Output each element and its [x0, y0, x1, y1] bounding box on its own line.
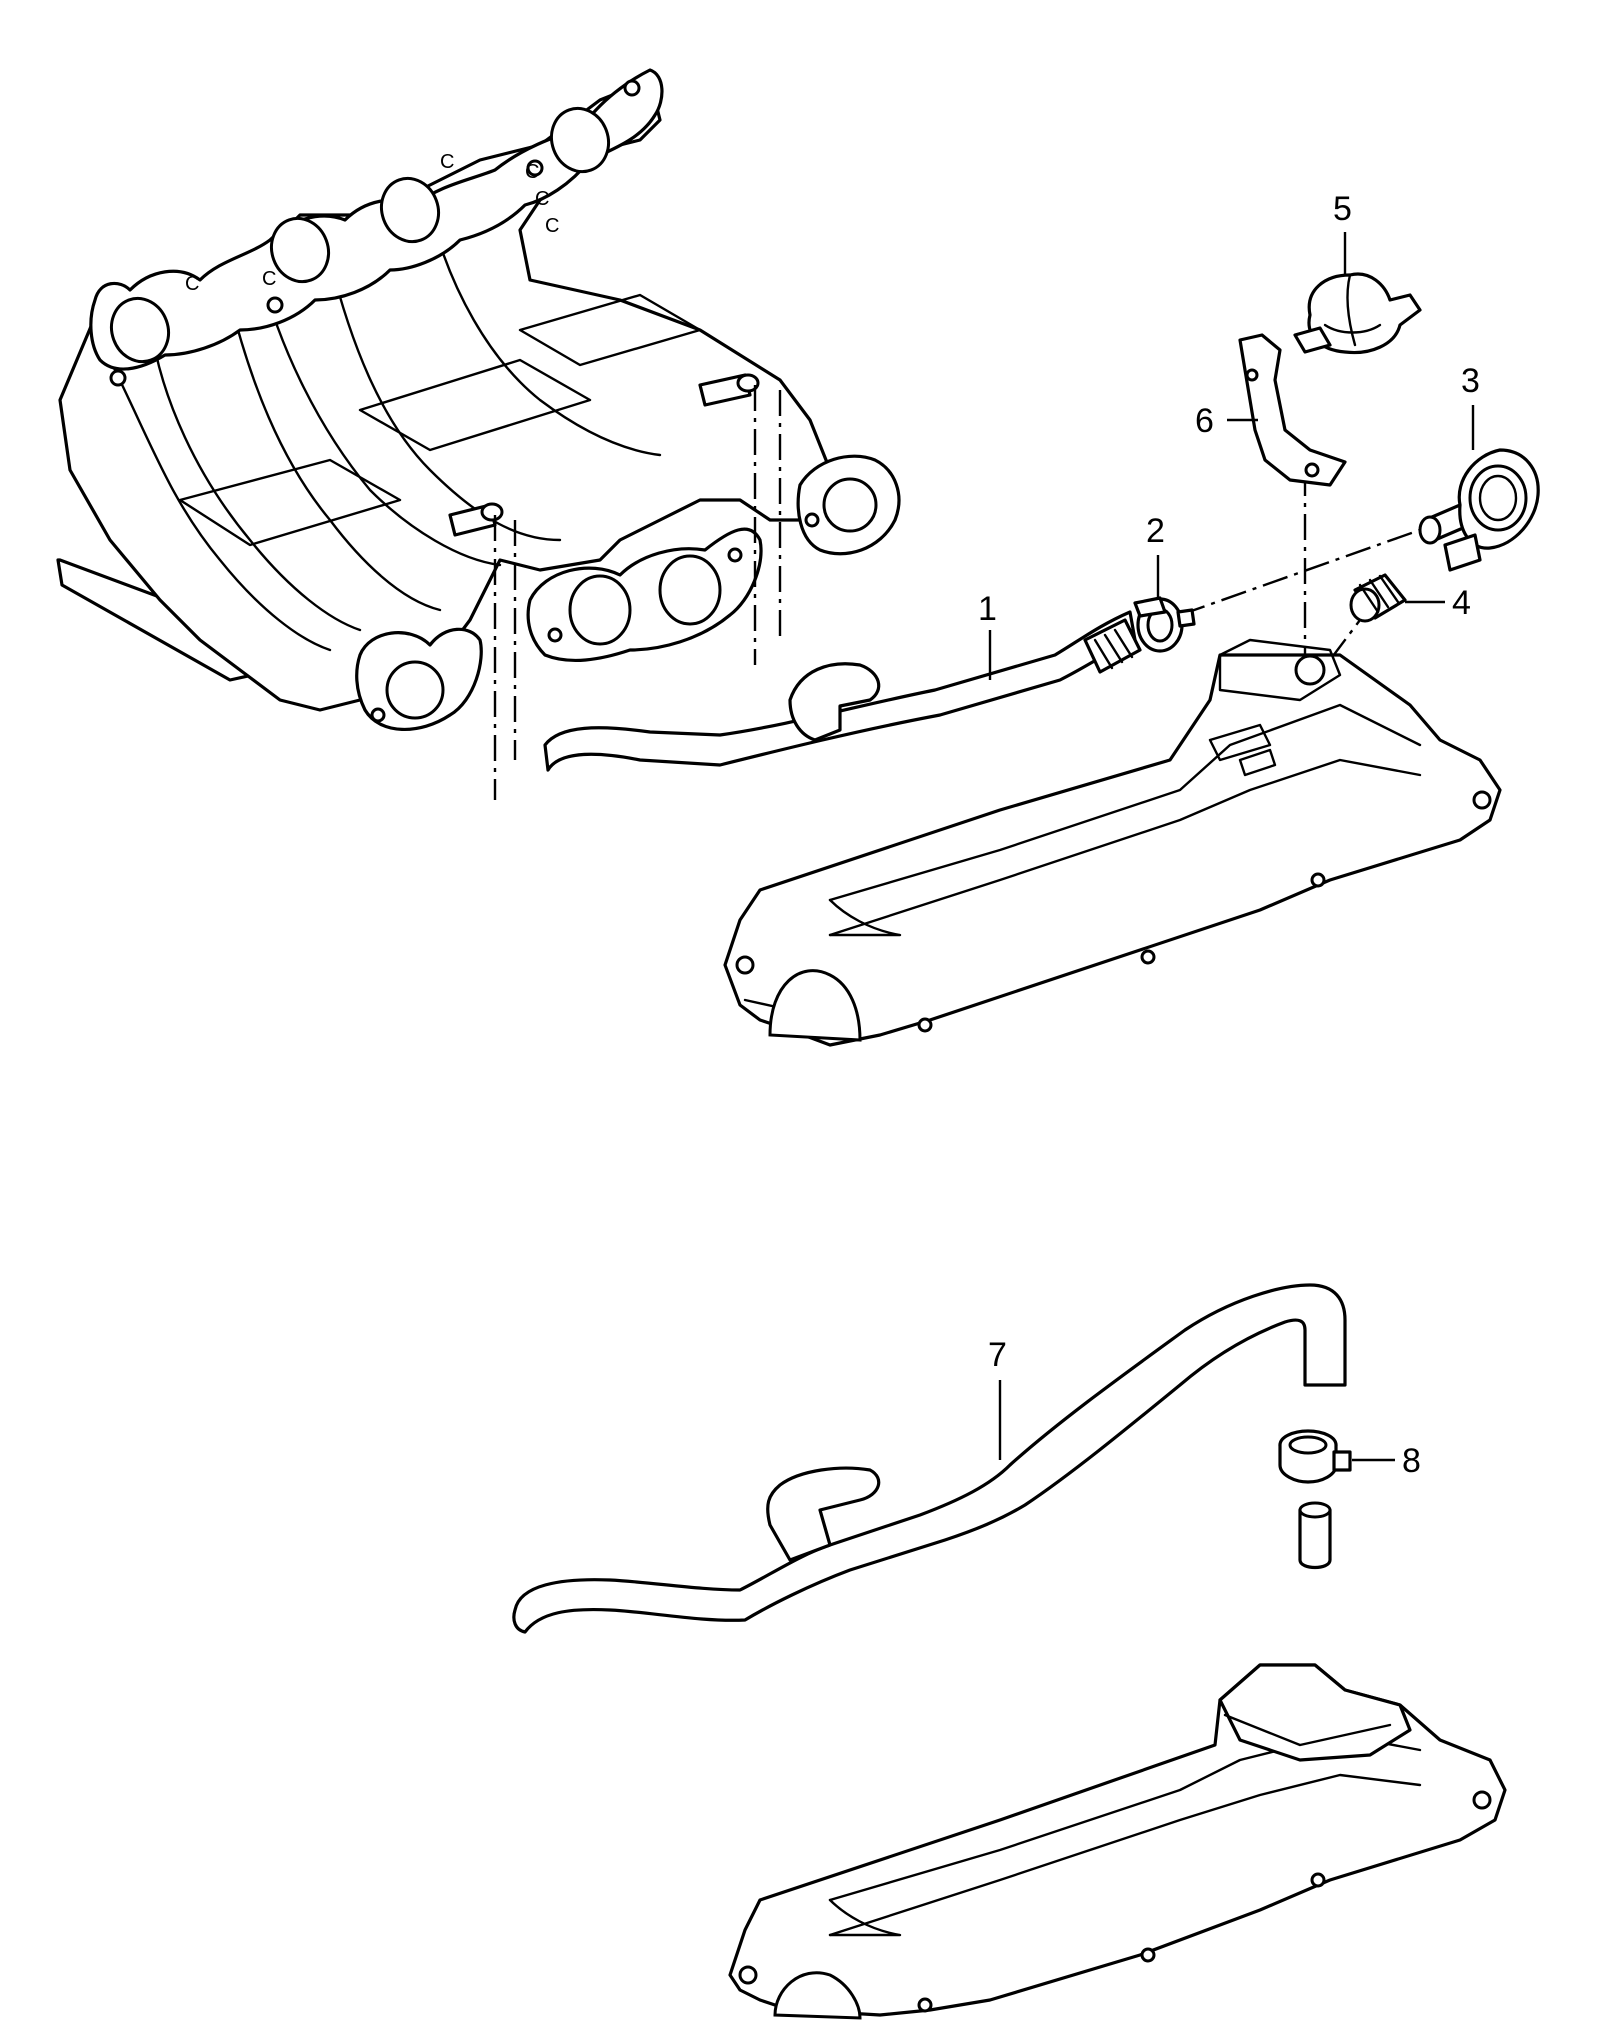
- breather-hose-7: [512, 1283, 1347, 1634]
- callout-3: 3: [1461, 362, 1480, 400]
- breather-hose-1: [543, 610, 1142, 772]
- connector-4: [1349, 573, 1407, 623]
- valve-cover-bottom: [728, 1501, 1507, 2020]
- callout-6: 6: [1195, 402, 1214, 440]
- callout-4: 4: [1452, 584, 1471, 622]
- bracket-6: [1238, 333, 1347, 487]
- callout-1: 1: [978, 590, 997, 628]
- hose-clamp-8: [1278, 1429, 1352, 1484]
- pressure-regulating-valve-3: [1418, 448, 1540, 572]
- callouts: 1 2 3 4 5 6 7 8: [978, 190, 1480, 1480]
- callout-2: 2: [1146, 512, 1165, 550]
- gasket-mark: C: [545, 215, 559, 237]
- gasket-mark: C: [535, 188, 549, 210]
- gasket-mark: C: [185, 273, 199, 295]
- hose-clamp-2: [1133, 596, 1196, 653]
- callout-5: 5: [1333, 190, 1352, 228]
- intake-manifold: C C C C C C: [56, 68, 901, 732]
- gasket-mark: C: [262, 268, 276, 290]
- callout-8: 8: [1402, 1442, 1421, 1480]
- gasket-mark: C: [525, 161, 539, 183]
- cap-5: [1293, 272, 1422, 355]
- callout-7: 7: [988, 1336, 1007, 1374]
- valve-cover-top: [723, 638, 1502, 1047]
- gasket-mark: C: [440, 151, 454, 173]
